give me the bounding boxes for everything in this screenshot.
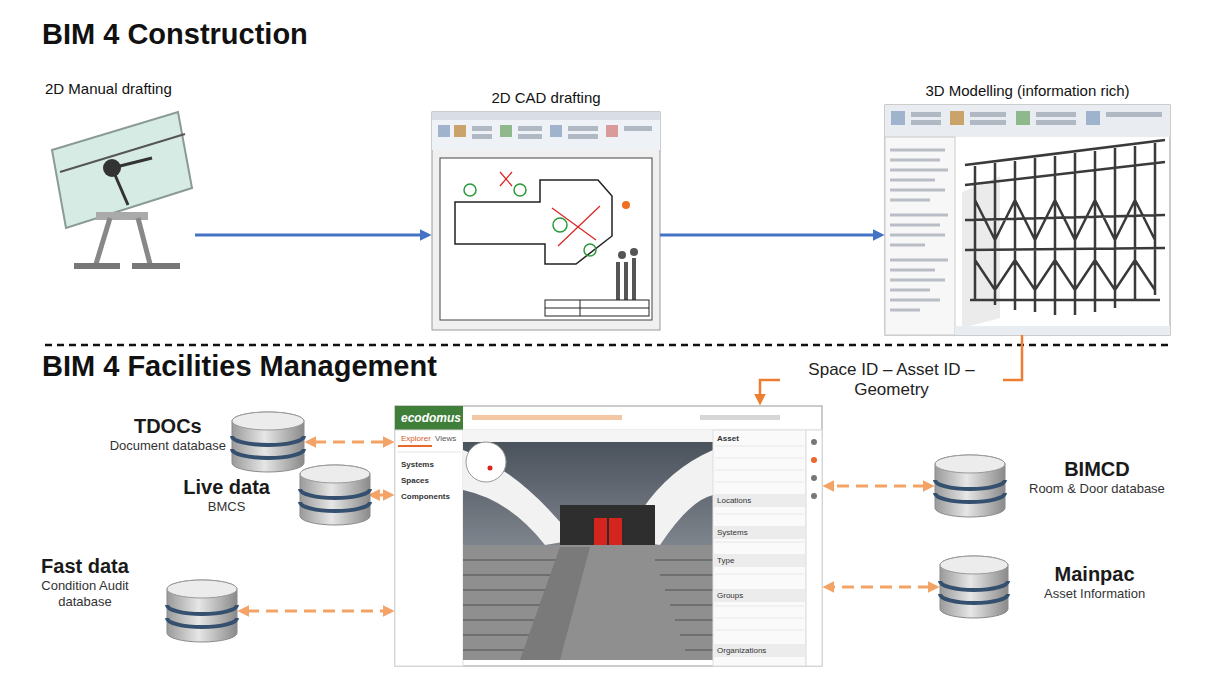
image-panel: 2D CAD drafting — [432, 112, 660, 330]
section-heading: BIM 4 Facilities Management — [42, 350, 437, 383]
data-exchange-arrow — [832, 586, 930, 589]
caption-group: MainpacAsset Information — [1044, 562, 1145, 602]
database-cylinder-shape — [167, 580, 237, 642]
caption-group: BIMCDRoom & Door database — [1029, 457, 1165, 497]
caption-group: Live dataBMCS — [183, 475, 270, 515]
database-node: TDOCsDocument database — [232, 412, 304, 472]
database-cylinder-shape — [935, 455, 1005, 517]
ui-label: Asset — [717, 434, 739, 444]
ui-label: Explorer — [401, 434, 431, 444]
section-divider — [45, 344, 1170, 347]
image-panel: 2D Manual drafting — [45, 108, 195, 273]
ui-label: Systems — [401, 460, 434, 470]
image-panel: 3D Modelling (information rich) — [885, 105, 1170, 335]
node-title: BIMCD — [1029, 457, 1165, 481]
ui-label: Components — [401, 492, 450, 502]
node-subtitle: Room & Door database — [1029, 481, 1165, 497]
drafting-table — [52, 112, 192, 266]
database-node: BIMCDRoom & Door database — [935, 455, 1005, 517]
data-exchange-arrow — [832, 485, 925, 488]
node-title: TDOCs — [110, 414, 226, 438]
ui-label: Views — [435, 434, 456, 444]
database-cylinder-shape — [232, 412, 304, 472]
node-title: Live data — [183, 475, 270, 499]
database-node: Live dataBMCS — [300, 465, 370, 525]
ui-label: Systems — [717, 528, 748, 538]
node-subtitle: Condition Audit database — [29, 578, 141, 609]
node-subtitle: BMCS — [183, 499, 270, 515]
node-title: 3D Modelling (information rich) — [885, 82, 1170, 100]
caption-group: 2D CAD drafting — [432, 89, 660, 107]
ecodomus-screenshot — [395, 406, 822, 666]
data-exchange-arrow — [314, 441, 385, 444]
ui-label: Spaces — [401, 476, 429, 486]
node-title: Mainpac — [1044, 562, 1145, 586]
database-node: Fast dataCondition Audit database — [167, 580, 237, 642]
ui-label: Organizations — [717, 646, 766, 656]
node-title: 2D CAD drafting — [432, 89, 660, 107]
database-node: MainpacAsset Information — [940, 556, 1008, 618]
caption-group: 2D Manual drafting — [45, 80, 172, 98]
database-cylinder-shape — [300, 465, 370, 525]
node-title: Fast data — [29, 554, 141, 578]
database-cylinder-shape — [940, 556, 1008, 618]
data-exchange-arrow — [247, 610, 385, 613]
section-heading: BIM 4 Construction — [42, 18, 308, 51]
ui-label: Groups — [717, 591, 743, 601]
process-arrow — [660, 234, 875, 237]
bim-model-screenshot — [885, 105, 1170, 335]
process-arrow — [195, 234, 422, 237]
data-exchange-arrow — [378, 494, 386, 497]
node-title: 2D Manual drafting — [45, 80, 172, 98]
connector-label: Space ID – Asset ID – Geometry — [780, 360, 1003, 401]
caption-group: TDOCsDocument database — [110, 414, 226, 454]
ui-label: ecodomus — [401, 411, 461, 425]
cad-screenshot — [432, 112, 660, 330]
screenshot-panel: ecodomusExplorerViewsSystemsSpacesCompon… — [395, 406, 822, 666]
caption-group: 3D Modelling (information rich) — [885, 82, 1170, 100]
node-subtitle: Asset Information — [1044, 586, 1145, 602]
ui-label: Locations — [717, 496, 751, 506]
caption-group: Fast dataCondition Audit database — [29, 554, 141, 609]
node-subtitle: Document database — [110, 438, 226, 454]
ui-label: Type — [717, 556, 734, 566]
